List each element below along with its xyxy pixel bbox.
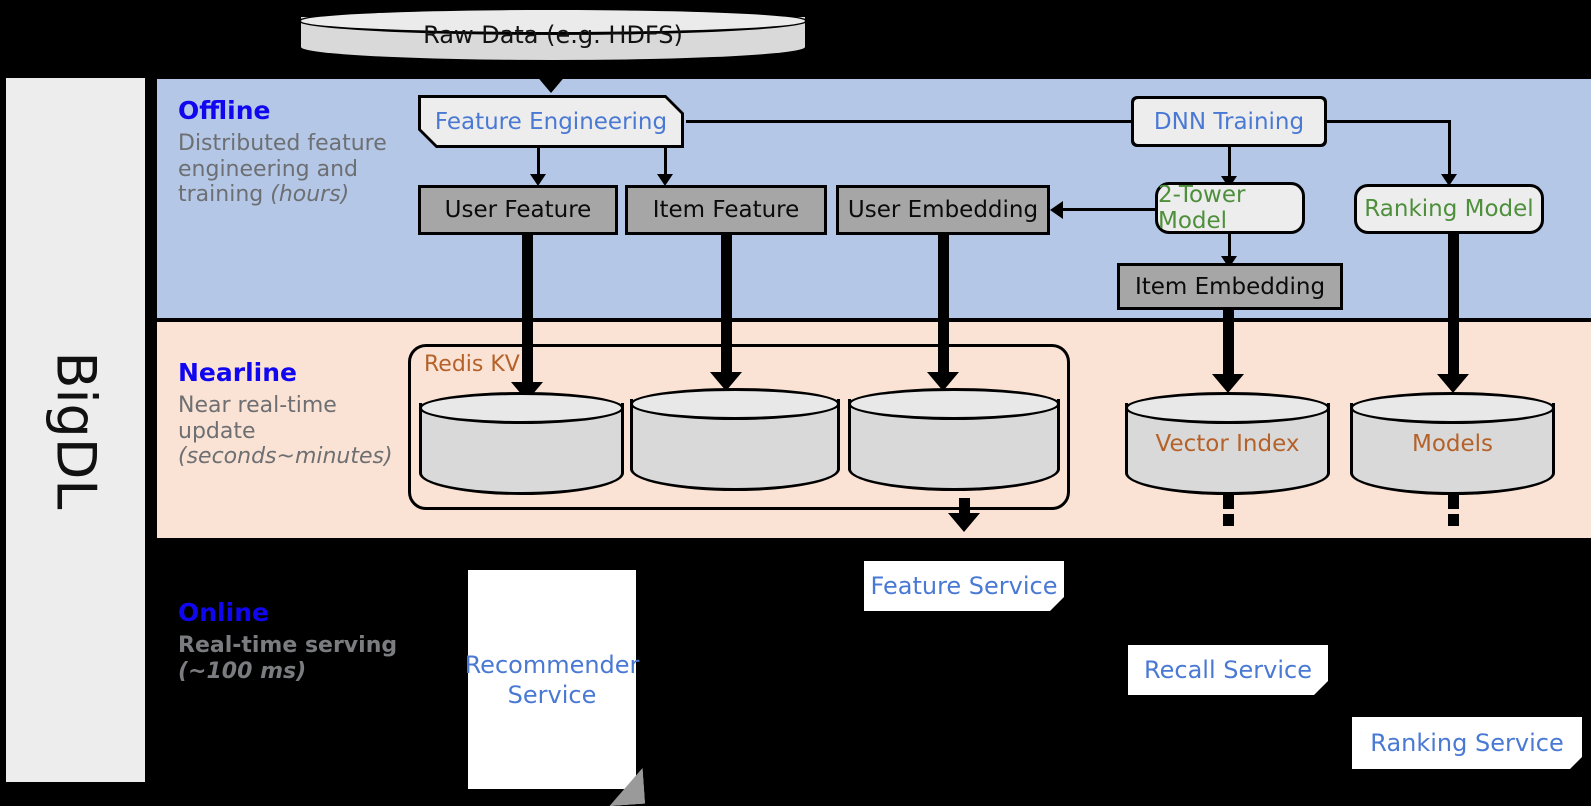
user-embedding-label: User Embedding xyxy=(847,197,1039,223)
redis-cylinder-item-feature[interactable] xyxy=(630,388,840,491)
redis-kv-label: Redis KV xyxy=(424,352,520,377)
ranking-model-label: Ranking Model xyxy=(1364,196,1534,222)
recall-service-box[interactable]: Recall Service xyxy=(1128,645,1328,695)
cylinder-top xyxy=(1350,392,1555,424)
arrow-2tower-userembedding-head xyxy=(1050,201,1063,219)
arrow-rankingmodel-models-head xyxy=(1437,374,1469,393)
offline-title: Offline xyxy=(178,96,271,125)
diagram-canvas: BigDL Raw Data (e.g. HDFS) Offline Distr… xyxy=(6,7,1591,789)
cylinder-top xyxy=(630,388,840,420)
offline-desc-em: (hours) xyxy=(270,182,350,208)
user-feature-box[interactable]: User Feature xyxy=(418,185,618,235)
feature-service-label: Feature Service xyxy=(870,572,1058,600)
item-feature-box[interactable]: Item Feature xyxy=(625,185,827,235)
cylinder-top xyxy=(419,392,624,424)
connector-vectorindex-stub-2 xyxy=(1223,514,1234,526)
ranking-service-label: Ranking Service xyxy=(1370,729,1564,757)
redis-kv-container xyxy=(408,344,1070,510)
nearline-label-group: Nearline Near real-time update (seconds~… xyxy=(178,358,418,470)
arrow-dnn-ranking-v xyxy=(1448,120,1451,178)
arrow-2tower-userembedding-line xyxy=(1063,208,1155,211)
arrow-itemembedding-vectorindex-head xyxy=(1212,374,1244,393)
raw-data-cylinder: Raw Data (e.g. HDFS) xyxy=(298,7,808,63)
arrow-userfeature-redis-line xyxy=(522,235,533,390)
item-embedding-label: Item Embedding xyxy=(1134,273,1326,300)
raw-data-label: Raw Data (e.g. HDFS) xyxy=(423,21,683,49)
arrow-itemembedding-vectorindex-line xyxy=(1223,310,1234,382)
online-label-group: Online Real-time serving (~100 ms) xyxy=(178,598,418,684)
dnn-bracket-right xyxy=(1315,112,1327,131)
arrow-fe-userfeature-head xyxy=(530,174,546,186)
dnn-bracket-left xyxy=(1131,112,1143,131)
connector-redis-featureservice-stub xyxy=(959,498,970,514)
offline-desc: Distributed feature engineering and trai… xyxy=(178,131,408,208)
user-embedding-box[interactable]: User Embedding xyxy=(836,185,1050,235)
online-desc: Real-time serving (~100 ms) xyxy=(178,633,418,684)
feature-engineering-inner: Feature Engineering xyxy=(421,98,681,145)
nearline-title: Nearline xyxy=(178,358,297,387)
item-embedding-box[interactable]: Item Embedding xyxy=(1117,263,1343,310)
bigdl-sidebar: BigDL xyxy=(6,78,145,782)
arrow-rawdata-fe-line xyxy=(546,62,557,80)
arrow-2tower-itememb-line xyxy=(1228,234,1231,262)
item-feature-label: Item Feature xyxy=(652,197,800,223)
redis-cylinder-user-embedding[interactable] xyxy=(848,388,1060,491)
cylinder-top xyxy=(1125,392,1330,424)
online-desc-em: (~100 ms) xyxy=(178,658,307,684)
nearline-desc-main: Near real-time update xyxy=(178,393,337,444)
dnn-training-inner: DNN Training xyxy=(1134,99,1324,144)
models-cylinder[interactable]: Models xyxy=(1350,392,1555,495)
arrow-userembedding-redis-head xyxy=(927,372,959,391)
connector-models-stub-1 xyxy=(1448,495,1459,509)
vector-index-label: Vector Index xyxy=(1155,430,1300,457)
user-feature-label: User Feature xyxy=(444,197,592,223)
cylinder-top xyxy=(298,7,808,35)
dnn-training-box[interactable]: DNN Training xyxy=(1131,96,1327,147)
arrow-itemfeature-redis-head xyxy=(710,372,742,391)
two-tower-model-label: 2-Tower Model xyxy=(1158,182,1246,234)
arrow-userembedding-redis-line xyxy=(938,235,949,380)
connector-redis-featureservice-head xyxy=(948,513,980,532)
offline-label-group: Offline Distributed feature engineering … xyxy=(178,96,408,208)
models-label: Models xyxy=(1411,430,1494,457)
recommender-service-box[interactable]: Recommender Service xyxy=(464,570,640,789)
connector-vectorindex-stub-1 xyxy=(1223,495,1234,509)
two-tower-model-box[interactable]: 2-Tower Model xyxy=(1155,182,1305,234)
arrow-fe-itemfeature-head xyxy=(657,174,673,186)
arrow-rawdata-fe-head xyxy=(535,74,567,93)
arrow-fe-userfeature-line xyxy=(537,148,540,178)
nearline-desc-em: (seconds~minutes) xyxy=(178,444,393,470)
bigdl-label: BigDL xyxy=(44,351,107,509)
nearline-desc: Near real-time update (seconds~minutes) xyxy=(178,393,418,470)
arrow-dnn-ranking-h xyxy=(1327,120,1451,123)
ranking-model-box[interactable]: Ranking Model xyxy=(1354,184,1544,234)
feature-engineering-box[interactable]: Feature Engineering xyxy=(418,95,684,148)
arrow-itemfeature-redis-line xyxy=(721,235,732,380)
recommender-service-label: Recommender Service xyxy=(464,650,640,709)
arrow-rankingmodel-models-line xyxy=(1448,234,1459,382)
feature-service-box[interactable]: Feature Service xyxy=(864,561,1064,611)
recall-service-label: Recall Service xyxy=(1144,656,1312,684)
ranking-service-box[interactable]: Ranking Service xyxy=(1352,717,1582,769)
arrow-fe-dnn-line xyxy=(686,120,1152,123)
offline-desc-main: Distributed feature engineering and trai… xyxy=(178,131,387,208)
arrow-dnn-ranking-head xyxy=(1441,174,1457,186)
dnn-training-label: DNN Training xyxy=(1153,108,1305,135)
redis-cylinder-user-feature[interactable] xyxy=(419,392,624,495)
vector-index-cylinder[interactable]: Vector Index xyxy=(1125,392,1330,495)
cylinder-top xyxy=(848,388,1060,420)
online-desc-main: Real-time serving xyxy=(178,633,398,658)
feature-engineering-label: Feature Engineering xyxy=(434,108,668,135)
arrow-fe-itemfeature-line xyxy=(664,148,667,178)
online-title: Online xyxy=(178,598,269,627)
arrow-dnn-2tower-line xyxy=(1228,147,1231,182)
connector-models-stub-2 xyxy=(1448,514,1459,526)
